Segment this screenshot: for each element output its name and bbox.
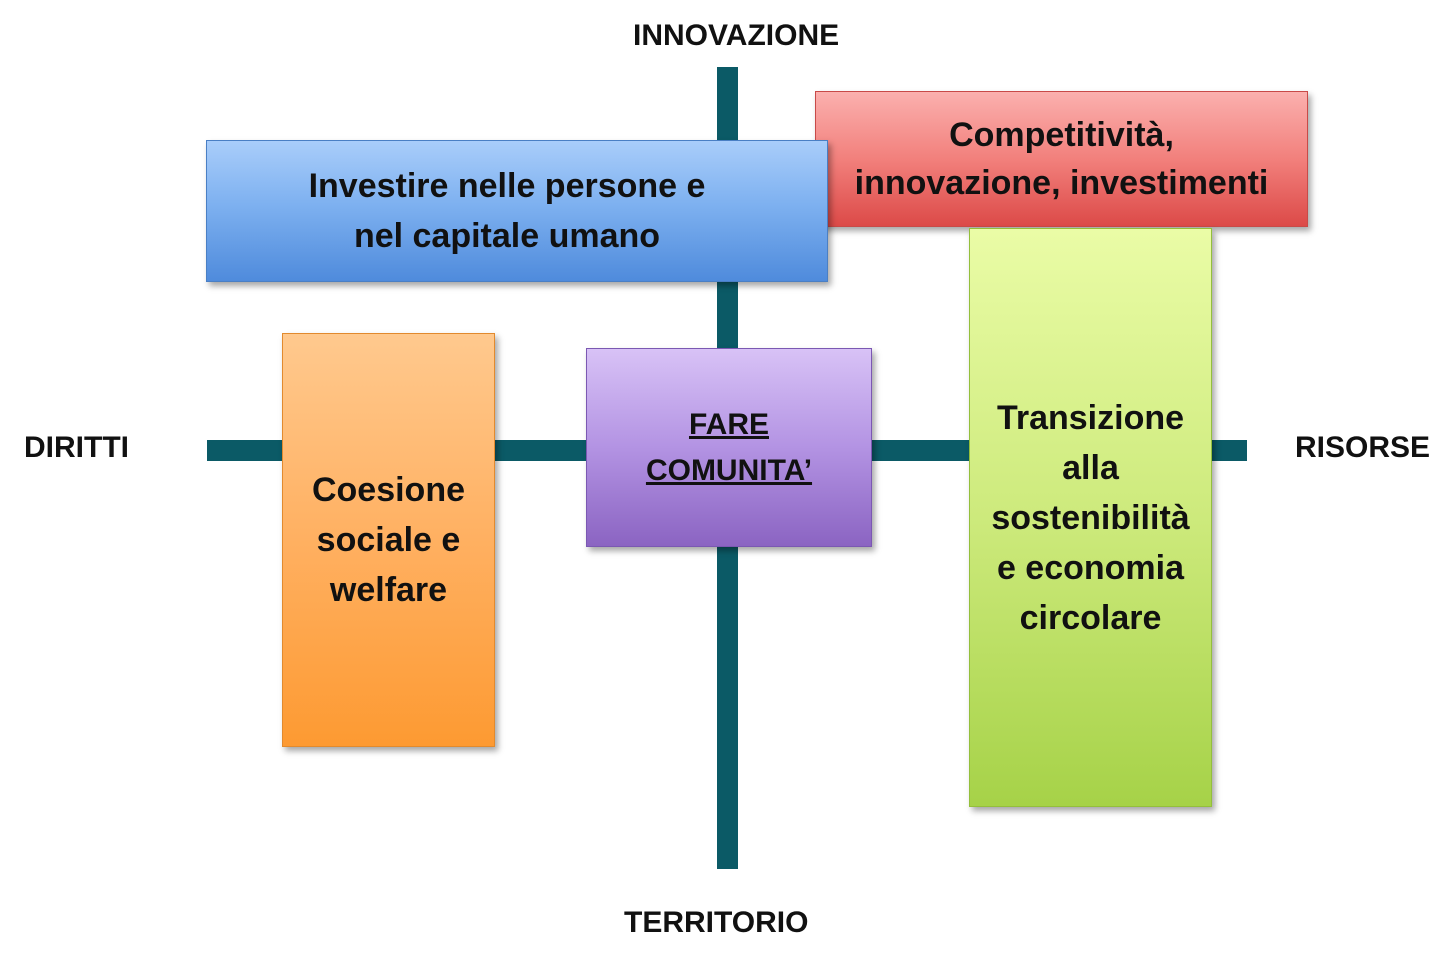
box-fare-comunita-line2: COMUNITA’ (645, 453, 813, 487)
box-coesione-sociale-line2: sociale e (316, 521, 461, 559)
axis-label-bottom: TERRITORIO (624, 906, 809, 939)
box-transizione-line2: alla (1062, 448, 1119, 487)
box-coesione-sociale: Coesione sociale e welfare (282, 333, 495, 747)
axis-label-left: DIRITTI (24, 431, 129, 464)
box-transizione-sostenibilita: Transizione alla sostenibilità e economi… (969, 228, 1212, 807)
box-coesione-sociale-line1: Coesione (311, 471, 466, 509)
box-coesione-sociale-line3: welfare (329, 571, 448, 609)
box-investire-persone: Investire nelle persone e nel capitale u… (206, 140, 828, 282)
axis-label-right: RISORSE (1295, 431, 1431, 464)
box-transizione-line4: e economia (996, 548, 1185, 587)
box-transizione-line1: Transizione (996, 398, 1185, 437)
box-competitivita-line1: Competitività, (949, 116, 1174, 154)
axis-label-top: INNOVAZIONE (633, 19, 840, 52)
box-fare-comunita: FARE COMUNITA’ (586, 348, 872, 547)
box-investire-persone-line1: Investire nelle persone e (308, 167, 706, 205)
box-competitivita: Competitività, innovazione, investimenti (815, 91, 1308, 227)
box-competitivita-line2: innovazione, investimenti (854, 164, 1269, 202)
box-fare-comunita-line1: FARE (688, 407, 769, 441)
box-investire-persone-line2: nel capitale umano (353, 217, 661, 255)
box-transizione-line3: sostenibilità (991, 498, 1190, 537)
box-transizione-line5: circolare (1019, 598, 1162, 637)
